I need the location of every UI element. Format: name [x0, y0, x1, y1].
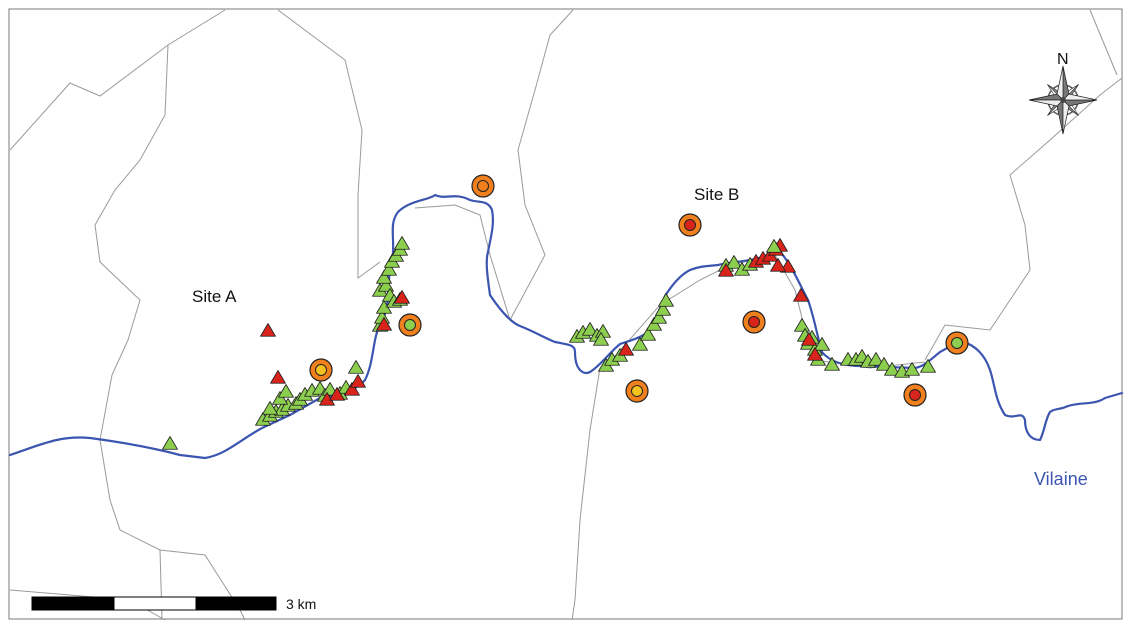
scale-segment: [32, 597, 114, 610]
site-b-label: Site B: [694, 185, 739, 204]
green-triangle-marker: [394, 236, 410, 250]
green-triangle-marker: [726, 255, 742, 269]
site-circle-marker: [471, 174, 495, 198]
site-circle-center: [748, 316, 760, 328]
scale-bar: [31, 596, 277, 611]
green-triangle-marker: [904, 362, 920, 376]
green-triangle-marker: [376, 270, 392, 284]
green-triangle-marker: [272, 391, 288, 405]
green-triangle-marker: [162, 436, 178, 450]
green-triangle-marker: [766, 239, 782, 253]
commune-boundaries: [9, 9, 1123, 621]
boundary-line: [159, 549, 246, 621]
river-name-label: Vilaine: [1034, 469, 1088, 489]
red-triangle-marker: [329, 387, 345, 401]
boundary-line: [94, 44, 169, 621]
boundary-line: [414, 204, 511, 321]
green-triangle-marker: [278, 384, 294, 398]
red-triangle-marker: [270, 370, 286, 384]
red-triangle-marker: [350, 374, 366, 388]
red-triangle-marker: [718, 263, 734, 277]
boundary-line: [924, 77, 1123, 361]
green-triangle-marker: [824, 357, 840, 371]
red-triangle-marker: [801, 332, 817, 346]
green-triangle-marker: [322, 382, 338, 396]
boundary-line: [571, 367, 601, 621]
boundary-line: [9, 9, 226, 151]
site-circle-marker: [678, 213, 702, 237]
red-triangle-marker: [770, 258, 786, 272]
site-circle-marker: [742, 310, 766, 334]
compass-rose-icon: [1028, 65, 1098, 135]
scale-label: 3 km: [286, 596, 316, 612]
green-triangle-marker: [868, 352, 884, 366]
scale-segment: [113, 596, 197, 611]
site-circle-center: [631, 385, 643, 397]
site-circle-marker: [945, 331, 969, 355]
site-circle-center: [315, 364, 327, 376]
site-a-label: Site A: [192, 287, 237, 306]
green-triangle-marker: [640, 327, 656, 341]
red-triangle-marker: [344, 382, 360, 396]
boundary-line: [602, 254, 926, 371]
boundary-line: [509, 9, 574, 321]
red-triangle-marker: [807, 347, 823, 361]
green-triangle-marker: [262, 401, 278, 415]
green-triangle-marker: [884, 362, 900, 376]
green-triangle-marker: [632, 337, 648, 351]
green-triangle-marker: [920, 359, 936, 373]
site-circle-center: [951, 337, 963, 349]
site-circle-center: [404, 319, 416, 331]
red-triangle-marker: [394, 290, 410, 304]
red-triangle-marker: [376, 317, 392, 331]
green-triangle-marker: [794, 318, 810, 332]
green-triangle-marker: [348, 360, 364, 374]
site-circle-center: [909, 389, 921, 401]
green-triangle-marker: [655, 302, 671, 316]
green-triangle-marker: [814, 337, 830, 351]
boundary-line: [277, 9, 381, 279]
map-frame: [8, 8, 1123, 620]
north-label: N: [1057, 51, 1069, 68]
red-triangle-marker: [260, 323, 276, 337]
scale-segment: [196, 597, 276, 610]
green-triangle-marker: [876, 357, 892, 371]
red-triangle-marker: [793, 288, 809, 302]
green-triangle-marker: [651, 310, 667, 324]
sampling-triangles: [162, 236, 936, 450]
site-circle-center: [477, 180, 489, 192]
green-triangle-marker: [582, 322, 598, 336]
site-circles: [309, 174, 969, 407]
site-circle-marker: [903, 383, 927, 407]
site-circle-center: [684, 219, 696, 231]
green-triangle-marker: [646, 317, 662, 331]
green-triangle-marker: [381, 262, 397, 276]
site-circle-marker: [625, 379, 649, 403]
site-circle-marker: [309, 358, 333, 382]
green-triangle-marker: [378, 278, 394, 292]
green-triangle-marker: [658, 293, 674, 307]
boundary-line: [1089, 9, 1118, 76]
green-triangle-marker: [593, 332, 609, 346]
compass-center: [1060, 97, 1066, 103]
site-circle-marker: [398, 313, 422, 337]
red-triangle-marker: [618, 342, 634, 356]
